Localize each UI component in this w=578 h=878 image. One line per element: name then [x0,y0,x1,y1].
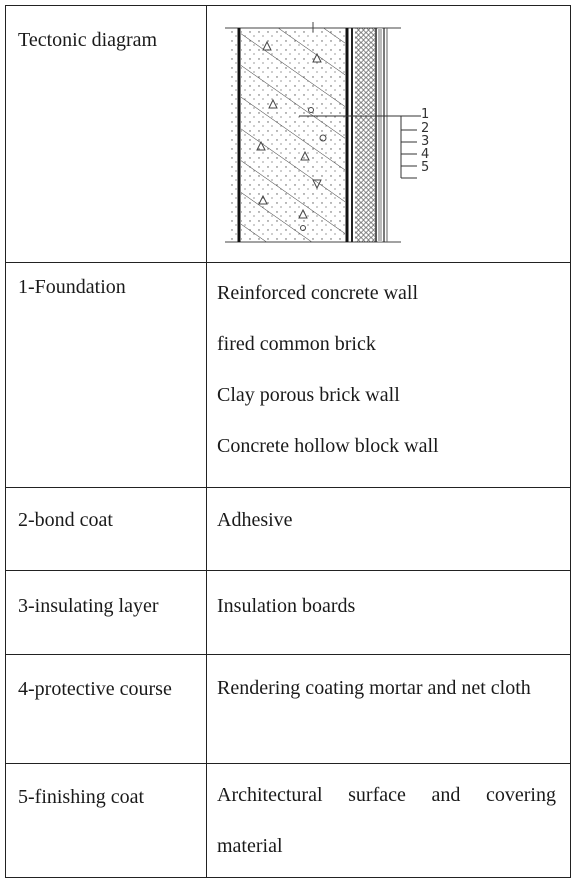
row-label: Tectonic diagram [18,29,158,51]
list-item: fired common brick [217,333,376,355]
list-item: Clay porous brick wall [217,384,400,406]
row-value: Adhesive [217,509,293,531]
row-label: 3-insulating layer [18,595,159,617]
row-label: 4-protective course [18,678,172,700]
row-label-cell: 5-finishing coat [5,763,207,878]
row-value-cell: Architectural surface and covering mater… [206,763,571,878]
construction-layers-table: Tectonic diagram [5,5,571,878]
list-item: Reinforced concrete wall [217,282,419,304]
row-label-cell: 3-insulating layer [5,570,207,655]
callout-5: 5 [421,160,429,175]
table-row: 4-protective course Rendering coating mo… [5,654,571,764]
diagram-cell: 1 2 3 4 5 [206,5,571,263]
list-item: Concrete hollow block wall [217,435,439,457]
row-label-cell: Tectonic diagram [5,5,207,263]
row-label: 5-finishing coat [18,786,145,808]
row-label-cell: 2-bond coat [5,487,207,571]
row-value: Insulation boards [217,595,356,617]
row-value-cell: Reinforced concrete wall fired common br… [206,262,571,488]
table-row: 2-bond coat Adhesive [5,487,571,571]
callout-2: 2 [421,121,429,136]
row-value-cell: Rendering coating mortar and net cloth [206,654,571,764]
row-label: 2-bond coat [18,509,113,531]
table-row: 1-Foundation Reinforced concrete wall fi… [5,262,571,488]
table-row: Tectonic diagram [5,5,571,263]
table-row: 5-finishing coat Architectural surface a… [5,763,571,878]
row-value-cell: Adhesive [206,487,571,571]
row-value: Architectural surface and covering mater… [217,784,556,857]
row-label: 1-Foundation [18,276,126,298]
row-label-cell: 1-Foundation [5,262,207,488]
foundation-list: Reinforced concrete wall fired common br… [217,263,570,487]
callout-3: 3 [421,134,429,149]
wall-section-diagram: 1 2 3 4 5 [225,22,429,243]
row-value: Rendering coating mortar and net cloth [217,677,531,699]
callout-4: 4 [421,147,429,162]
row-label-cell: 4-protective course [5,654,207,764]
callout-1: 1 [421,107,429,122]
